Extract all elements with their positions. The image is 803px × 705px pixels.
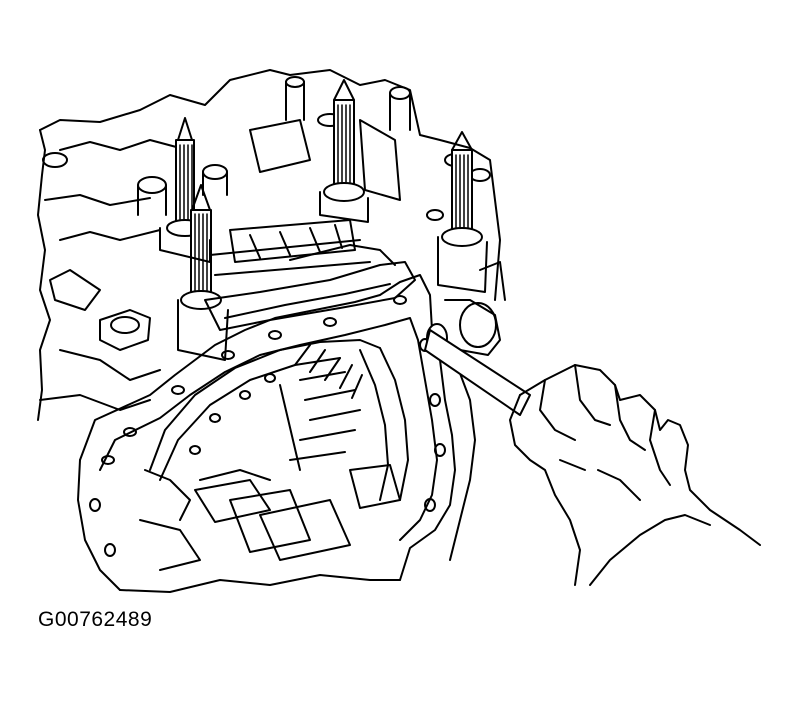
guide-bolt-2 xyxy=(180,184,222,310)
lower-internals xyxy=(119,464,401,593)
guide-bolt-3 xyxy=(323,79,365,202)
inner-drum xyxy=(144,339,409,521)
transmission-case-illustration xyxy=(37,69,761,593)
drift-tool xyxy=(424,323,531,416)
hand xyxy=(509,364,761,586)
upper-case-body xyxy=(37,69,501,421)
figure-code: G00762489 xyxy=(38,608,153,631)
upper-bridge xyxy=(204,244,416,331)
front-case-flange xyxy=(77,274,456,591)
right-housing xyxy=(444,261,506,561)
guide-bolt-4 xyxy=(441,131,483,247)
